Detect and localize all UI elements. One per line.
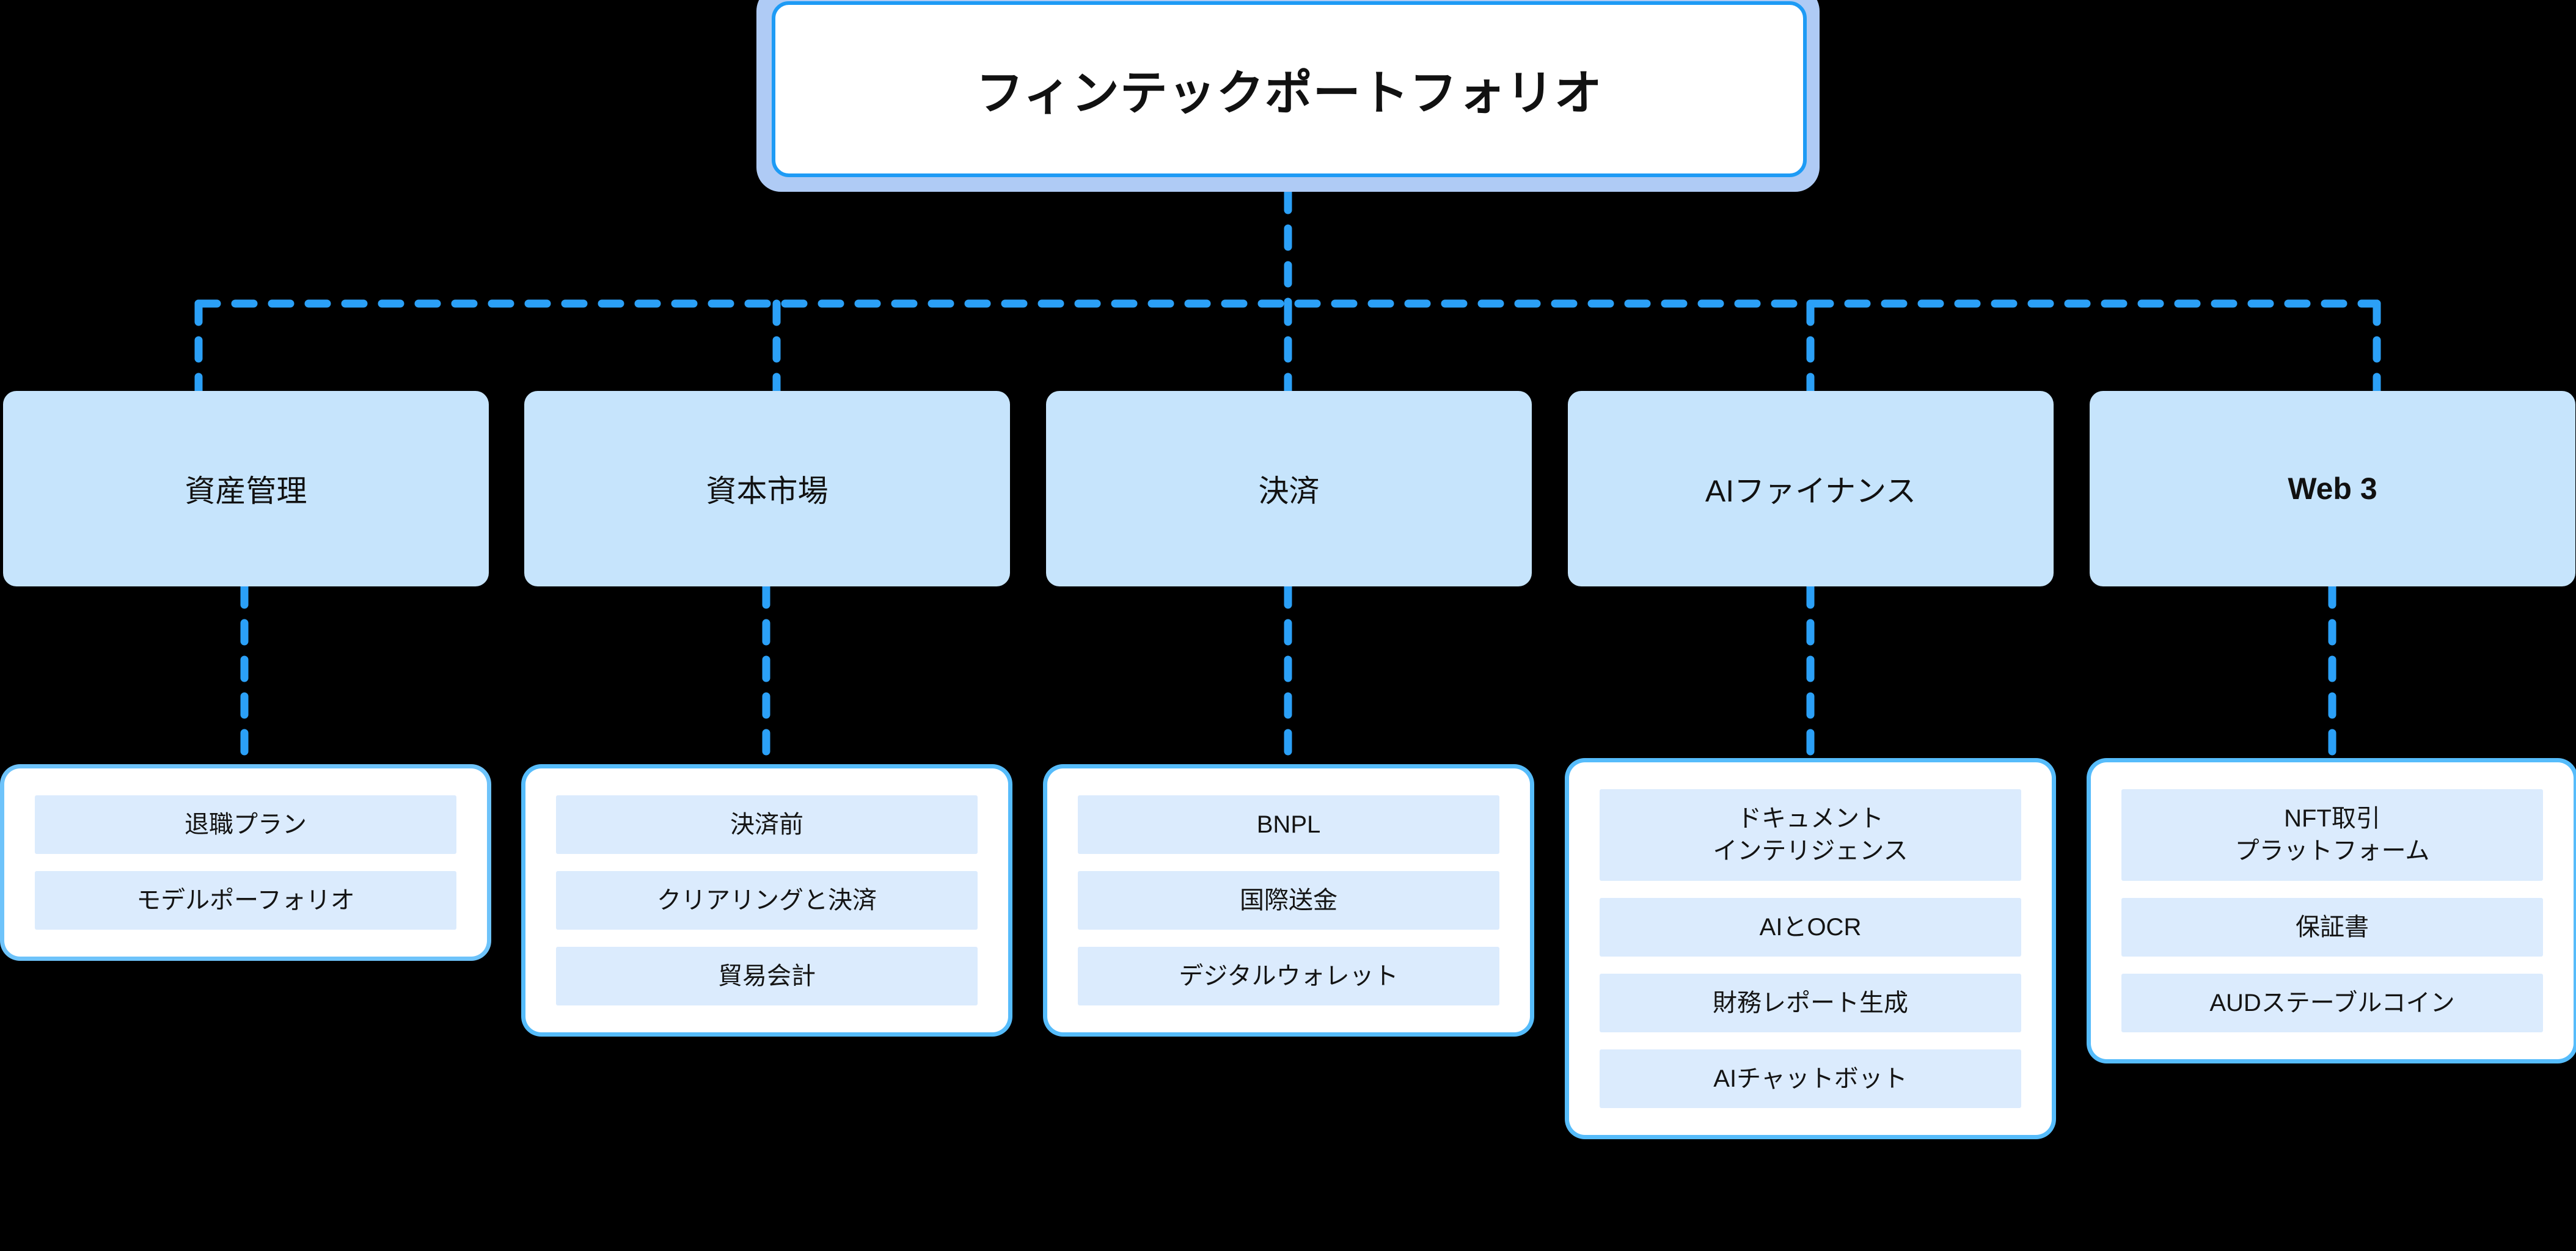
leaf-item[interactable]: AIチャットボット bbox=[1600, 1049, 2021, 1108]
leaf-label: 国際送金 bbox=[1240, 886, 1337, 914]
leaf-item[interactable]: 決済前 bbox=[556, 795, 978, 854]
leaf-label: デジタルウォレット bbox=[1179, 962, 1399, 990]
leaf-item[interactable]: 国際送金 bbox=[1078, 871, 1499, 930]
leaf-label: 退職プラン bbox=[185, 811, 307, 838]
leaf-label: NFT取引 プラットフォーム bbox=[2234, 805, 2430, 864]
leaf-label: AIとOCR bbox=[1759, 913, 1862, 941]
leaf-item[interactable]: 退職プラン bbox=[35, 795, 456, 854]
branch-node-capital-markets[interactable]: 資本市場 bbox=[524, 391, 1010, 586]
leaf-item[interactable]: AIとOCR bbox=[1600, 898, 2021, 957]
branch-label-payments: 決済 bbox=[1258, 474, 1320, 508]
root-node-label: フィンテックポートフォリオ bbox=[976, 66, 1603, 120]
branch-label-ai-finance: AIファイナンス bbox=[1705, 474, 1917, 508]
group-payments: BNPL 国際送金 デジタルウォレット bbox=[1047, 768, 1530, 1032]
leaf-item[interactable]: モデルポーフォリオ bbox=[35, 871, 456, 930]
group-asset-management: 退職プラン モデルポーフォリオ bbox=[4, 768, 487, 957]
leaf-label: 決済前 bbox=[730, 811, 803, 838]
leaf-label: 貿易会計 bbox=[718, 962, 816, 990]
leaf-label: AIチャットボット bbox=[1713, 1065, 1908, 1092]
branch-label-asset-management: 資産管理 bbox=[185, 474, 307, 508]
leaf-item[interactable]: ドキュメント インテリジェンス bbox=[1600, 789, 2021, 881]
leaf-label: クリアリングと決済 bbox=[657, 886, 877, 914]
leaf-label: 保証書 bbox=[2296, 913, 2369, 941]
group-ai-finance: ドキュメント インテリジェンス AIとOCR 財務レポート生成 AIチャットボッ… bbox=[1569, 762, 2052, 1135]
branch-label-capital-markets: 資本市場 bbox=[706, 474, 829, 508]
branch-node-asset-management[interactable]: 資産管理 bbox=[3, 391, 489, 586]
leaf-item[interactable]: 保証書 bbox=[2121, 898, 2543, 957]
leaf-item[interactable]: 貿易会計 bbox=[556, 947, 978, 1005]
leaf-item[interactable]: AUDステーブルコイン bbox=[2121, 974, 2543, 1032]
leaf-item[interactable]: NFT取引 プラットフォーム bbox=[2121, 789, 2543, 881]
branch-label-web3: Web 3 bbox=[2288, 472, 2377, 506]
leaf-label: AUDステーブルコイン bbox=[2209, 989, 2455, 1016]
branch-node-ai-finance[interactable]: AIファイナンス bbox=[1568, 391, 2054, 586]
leaf-label: BNPL bbox=[1256, 811, 1321, 838]
leaf-item[interactable]: クリアリングと決済 bbox=[556, 871, 978, 930]
root-node[interactable]: フィンテックポートフォリオ bbox=[772, 1, 1807, 177]
leaf-label: ドキュメント インテリジェンス bbox=[1713, 805, 1908, 864]
branch-node-payments[interactable]: 決済 bbox=[1046, 391, 1532, 586]
leaf-item[interactable]: BNPL bbox=[1078, 795, 1499, 854]
group-capital-markets: 決済前 クリアリングと決済 貿易会計 bbox=[525, 768, 1008, 1032]
leaf-item[interactable]: デジタルウォレット bbox=[1078, 947, 1499, 1005]
leaf-label: 財務レポート生成 bbox=[1713, 989, 1908, 1016]
branch-node-web3[interactable]: Web 3 bbox=[2090, 391, 2575, 586]
leaf-item[interactable]: 財務レポート生成 bbox=[1600, 974, 2021, 1032]
group-web3: NFT取引 プラットフォーム 保証書 AUDステーブルコイン bbox=[2091, 762, 2574, 1059]
leaf-label: モデルポーフォリオ bbox=[136, 886, 355, 914]
